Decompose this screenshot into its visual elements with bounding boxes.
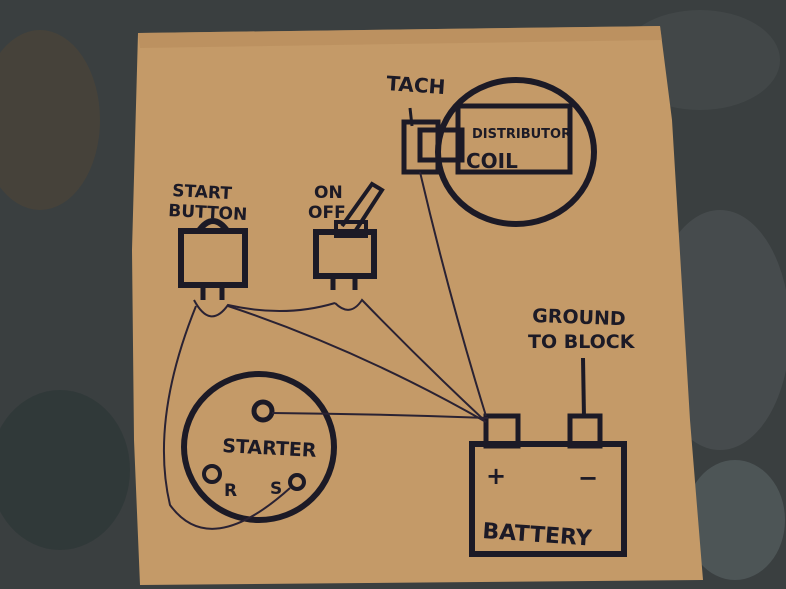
distributor-label: DISTRIBUTOR — [472, 127, 571, 142]
negative-label: − — [578, 464, 598, 492]
wire-starter-to-battery — [271, 412, 489, 419]
start-button-body — [178, 228, 248, 288]
on-label: ON — [314, 183, 343, 203]
wire-switch-to-battery — [334, 298, 485, 421]
battery-positive-post — [483, 413, 521, 449]
positive-label: + — [486, 462, 506, 490]
starter-top-terminal — [251, 399, 275, 423]
off-label: OFF — [308, 203, 346, 223]
start-button-cap — [195, 218, 231, 234]
wire-start-to-solenoid — [163, 305, 291, 530]
ground-label: GROUND — [532, 305, 626, 330]
s-terminal-label: S — [270, 479, 282, 499]
starter-label: STARTER — [222, 435, 318, 462]
tach-lead — [408, 107, 414, 127]
button-label: BUTTON — [168, 201, 248, 225]
coil-label: COIL — [466, 149, 518, 173]
starter-circle — [181, 371, 337, 523]
to-block-label: TO BLOCK — [528, 331, 636, 353]
rust-patch — [685, 460, 785, 580]
rust-patch — [0, 30, 100, 210]
cardboard-edge — [138, 26, 662, 48]
wire-coil-to-battery — [419, 171, 487, 417]
wire-start-to-switch — [193, 299, 336, 318]
coil-box — [455, 103, 573, 175]
wire-start-to-battery — [227, 305, 487, 423]
battery-body — [469, 441, 627, 557]
rust-patch — [0, 390, 130, 550]
wiring — [163, 171, 489, 530]
cardboard-sheet — [132, 26, 703, 585]
starter-s-terminal — [288, 473, 306, 491]
ground-wire — [581, 357, 586, 419]
r-terminal-label: R — [224, 481, 237, 501]
starter-r-terminal — [202, 464, 222, 484]
toggle-switch-body — [313, 229, 377, 279]
toggle-lever — [340, 181, 385, 232]
tach-label: TACH — [386, 71, 447, 99]
start-label: START — [172, 181, 233, 204]
coil-terminal — [417, 127, 465, 163]
toggle-switch-collar — [334, 220, 368, 238]
